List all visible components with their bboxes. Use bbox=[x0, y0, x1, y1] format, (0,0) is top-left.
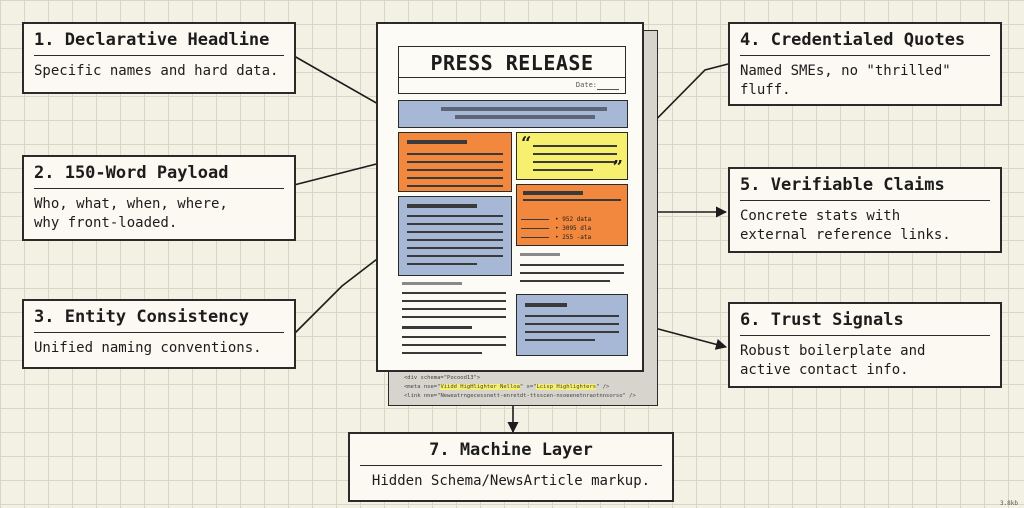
payload-line bbox=[407, 153, 503, 155]
open-quote-icon: “ bbox=[521, 133, 532, 154]
trust-heading-bar bbox=[525, 303, 567, 307]
callout-title: 7. Machine Layer bbox=[360, 440, 662, 466]
quote-line bbox=[533, 145, 617, 147]
callout-description: Robust boilerplate and active contact in… bbox=[740, 343, 926, 378]
claims-heading-bar bbox=[523, 191, 583, 195]
side-line bbox=[520, 264, 624, 266]
trust-line bbox=[525, 339, 595, 341]
entity-line bbox=[407, 263, 477, 265]
callout-description: Who, what, when, where, why front-loaded… bbox=[34, 196, 228, 231]
callout-description: Unified naming conventions. bbox=[34, 340, 262, 356]
callout-title: 3. Entity Consistency bbox=[34, 307, 284, 333]
headline-block bbox=[398, 100, 628, 128]
trust-line bbox=[525, 315, 619, 317]
callout-machine-layer: 7. Machine Layer Hidden Schema/NewsArtic… bbox=[348, 432, 674, 502]
entity-line bbox=[407, 239, 503, 241]
quote-block: “ ” bbox=[516, 132, 628, 180]
payload-line bbox=[407, 177, 503, 179]
stat-row-3: • 255 -ata bbox=[521, 234, 591, 241]
callout-declarative-headline: 1. Declarative Headline Specific names a… bbox=[22, 22, 296, 94]
code-line: <meta nse="Viidd HigHlighter Nelloa" x="… bbox=[404, 384, 610, 390]
payload-heading-bar bbox=[407, 140, 467, 144]
headline-bar bbox=[441, 107, 607, 111]
callout-description: Hidden Schema/NewsArticle markup. bbox=[371, 473, 651, 489]
quote-line bbox=[533, 169, 593, 171]
stat-row-2: • 3095 dla bbox=[521, 225, 591, 232]
entity-line bbox=[407, 247, 503, 249]
close-quote-icon: ” bbox=[612, 157, 623, 178]
callout-verifiable-claims: 5. Verifiable Claims Concrete stats with… bbox=[728, 167, 1002, 253]
entity-block bbox=[398, 196, 512, 276]
body-line bbox=[402, 292, 506, 294]
side-heading-bar bbox=[520, 253, 560, 256]
entity-line bbox=[407, 231, 503, 233]
body-line bbox=[402, 344, 506, 346]
claims-block: • 952 data • 3095 dla • 255 -ata bbox=[516, 184, 628, 246]
callout-title: 6. Trust Signals bbox=[740, 310, 990, 336]
callout-description: Concrete stats with external reference l… bbox=[740, 208, 951, 243]
body-line bbox=[402, 308, 506, 310]
stat-row-1: • 952 data bbox=[521, 216, 591, 223]
press-release-document: PRESS RELEASE Date: “ ” bbox=[376, 22, 644, 372]
side-line bbox=[520, 280, 610, 282]
callout-title: 4. Credentialed Quotes bbox=[740, 30, 990, 56]
callout-description: Specific names and hard data. bbox=[34, 63, 279, 79]
callout-word-payload: 2. 150-Word Payload Who, what, when, whe… bbox=[22, 155, 296, 241]
callout-trust-signals: 6. Trust Signals Robust boilerplate and … bbox=[728, 302, 1002, 388]
callout-entity-consistency: 3. Entity Consistency Unified naming con… bbox=[22, 299, 296, 369]
side-line bbox=[520, 272, 624, 274]
entity-heading-bar bbox=[407, 204, 477, 208]
body-line bbox=[402, 352, 482, 354]
callout-title: 5. Verifiable Claims bbox=[740, 175, 990, 201]
body-line bbox=[402, 336, 506, 338]
body-line bbox=[402, 300, 506, 302]
entity-line bbox=[407, 215, 503, 217]
payload-line bbox=[407, 185, 503, 187]
code-line: <div schema="Pocood13"> bbox=[404, 375, 481, 381]
date-line bbox=[597, 89, 619, 90]
body-line bbox=[402, 316, 506, 318]
corner-note: 3.8kb bbox=[999, 500, 1018, 507]
trust-line bbox=[525, 323, 619, 325]
trust-line bbox=[525, 331, 619, 333]
payload-line bbox=[407, 169, 503, 171]
document-header: PRESS RELEASE Date: bbox=[398, 46, 626, 94]
trust-block bbox=[516, 294, 628, 356]
callout-credentialed-quotes: 4. Credentialed Quotes Named SMEs, no "t… bbox=[728, 22, 1002, 106]
callout-title: 1. Declarative Headline bbox=[34, 30, 284, 56]
header-rule bbox=[399, 77, 625, 78]
quote-line bbox=[533, 161, 617, 163]
entity-line bbox=[407, 255, 503, 257]
body-heading-bar bbox=[402, 326, 472, 329]
headline-bar bbox=[455, 115, 595, 119]
date-label: Date: bbox=[575, 81, 597, 89]
payload-block bbox=[398, 132, 512, 192]
callout-title: 2. 150-Word Payload bbox=[34, 163, 284, 189]
body-heading-bar bbox=[402, 282, 462, 285]
callout-description: Named SMEs, no "thrilled" fluff. bbox=[740, 63, 951, 98]
code-line: <link nne="Neweatrngecessnett-enretdt-tt… bbox=[404, 393, 636, 399]
document-title: PRESS RELEASE bbox=[430, 51, 594, 75]
payload-line bbox=[407, 161, 503, 163]
claims-line bbox=[523, 199, 621, 201]
schema-code-snippet: <div schema="Pocood13"> <meta nse="Viidd… bbox=[404, 374, 654, 401]
entity-line bbox=[407, 223, 503, 225]
quote-line bbox=[533, 153, 617, 155]
